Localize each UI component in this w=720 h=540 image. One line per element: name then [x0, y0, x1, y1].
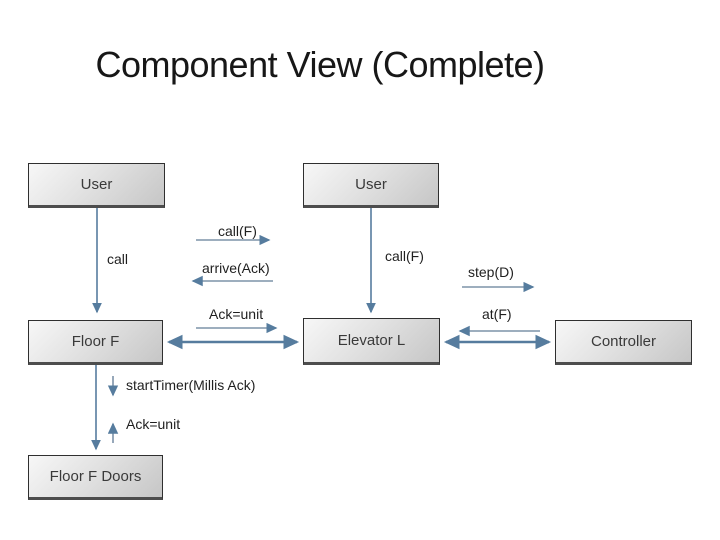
label-call: call	[107, 251, 129, 267]
label-arrive-ack: arrive(Ack)	[202, 260, 270, 276]
box-floor-f-label: Floor F	[71, 333, 120, 350]
box-controller: Controller	[555, 320, 692, 365]
slide-title: Component View (Complete)	[95, 44, 545, 85]
box-floor-f-doors: Floor F Doors	[28, 455, 163, 500]
label-start-timer: startTimer(Millis Ack)	[126, 377, 256, 393]
box-controller-label: Controller	[590, 333, 657, 350]
box-elevator-l-label: Elevator L	[337, 332, 406, 349]
box-user-left-label: User	[80, 176, 113, 193]
label-at-f: at(F)	[482, 306, 512, 322]
box-floor-f-doors-label: Floor F Doors	[49, 468, 142, 485]
box-user-right: User	[303, 163, 439, 208]
box-floor-f: Floor F	[28, 320, 163, 365]
box-user-left: User	[28, 163, 165, 208]
box-user-right-label: User	[355, 176, 387, 193]
label-step-d: step(D)	[468, 264, 514, 280]
box-elevator-l: Elevator L	[303, 318, 440, 365]
label-call-f-mid: call(F)	[385, 248, 424, 264]
label-ack-unit-bottom: Ack=unit	[126, 416, 181, 432]
label-call-f-top: call(F)	[218, 223, 257, 239]
label-ack-unit-left: Ack=unit	[209, 306, 264, 322]
